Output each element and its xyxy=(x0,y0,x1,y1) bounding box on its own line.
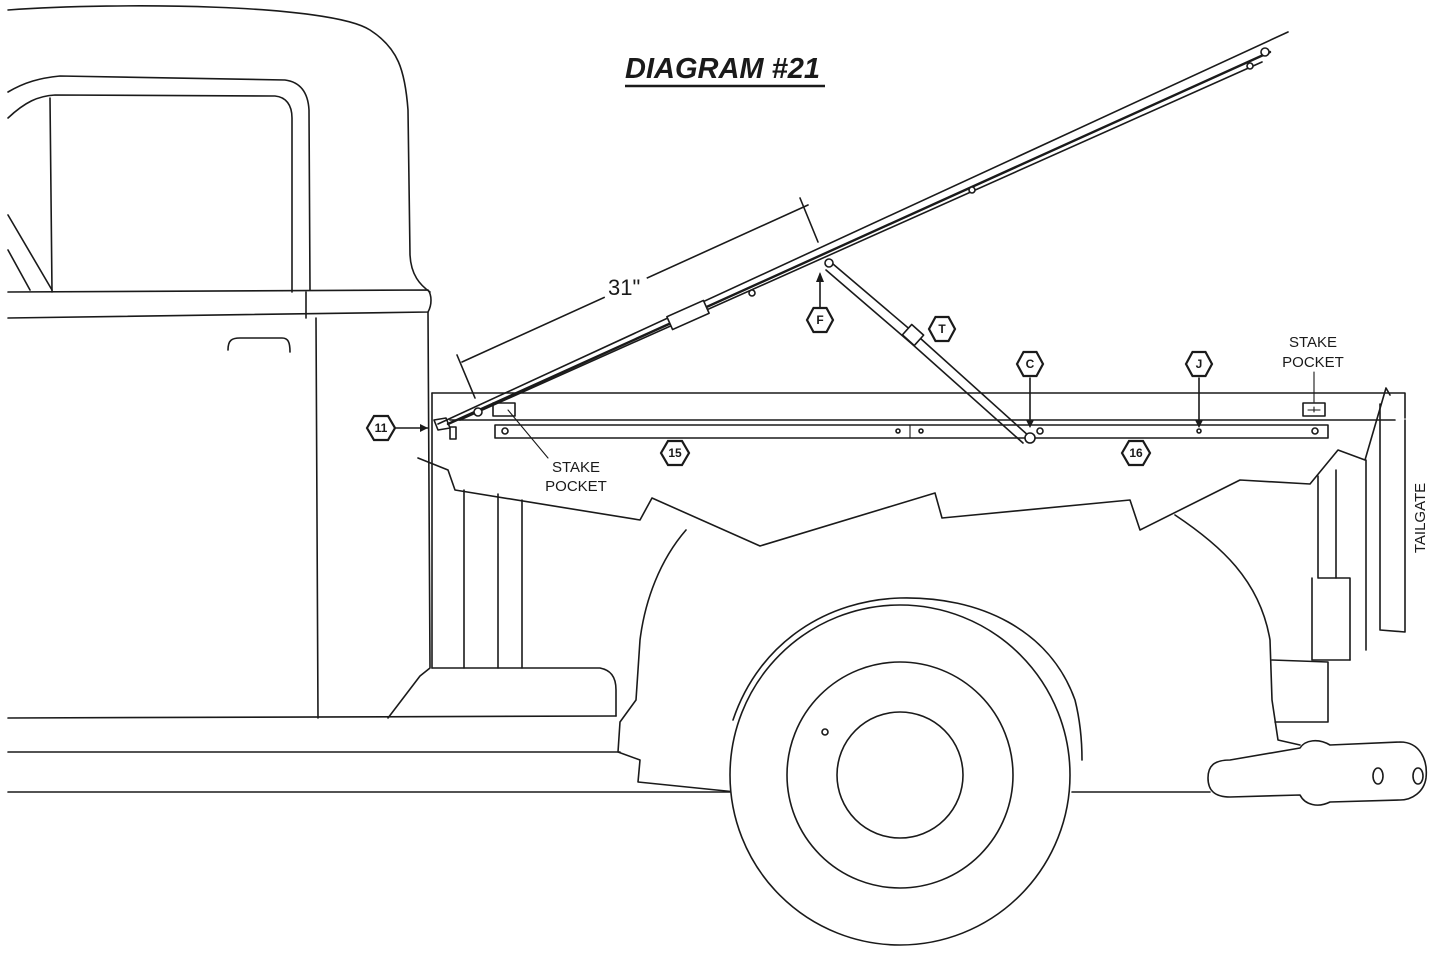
svg-text:16: 16 xyxy=(1129,446,1143,460)
stake-pocket-left-line1: STAKE xyxy=(552,459,600,476)
stake-pocket-right-line1: STAKE xyxy=(1289,334,1337,351)
tonneau-cover-lid xyxy=(433,31,1289,440)
callout-16: 16 xyxy=(1120,439,1152,467)
svg-text:15: 15 xyxy=(668,446,682,460)
svg-text:C: C xyxy=(1026,357,1035,371)
svg-text:11: 11 xyxy=(375,421,388,435)
gas-strut xyxy=(824,258,1036,444)
callout-c: C xyxy=(1015,350,1045,378)
leader-lines xyxy=(395,272,1315,459)
diagram-title: DIAGRAM #21 xyxy=(625,53,820,85)
callout-11: 11 xyxy=(365,414,397,442)
callout-t: T xyxy=(927,315,957,343)
stake-pocket-right-line2: POCKET xyxy=(1282,354,1344,371)
dimension-label: 31" xyxy=(608,275,640,300)
callout-15: 15 xyxy=(659,439,691,467)
rear-bumper xyxy=(1207,739,1428,806)
callout-f: F xyxy=(805,306,835,334)
callout-j: J xyxy=(1184,350,1214,378)
rear-fender xyxy=(617,514,1329,793)
stake-pocket-left-line2: POCKET xyxy=(545,478,607,495)
tailgate-label: TAILGATE xyxy=(1412,483,1429,553)
svg-text:F: F xyxy=(816,313,823,327)
rear-wheel xyxy=(729,604,1071,946)
truck-bed xyxy=(417,387,1406,717)
svg-text:J: J xyxy=(1196,357,1203,371)
svg-text:T: T xyxy=(938,322,946,336)
truck-cab xyxy=(7,5,731,793)
